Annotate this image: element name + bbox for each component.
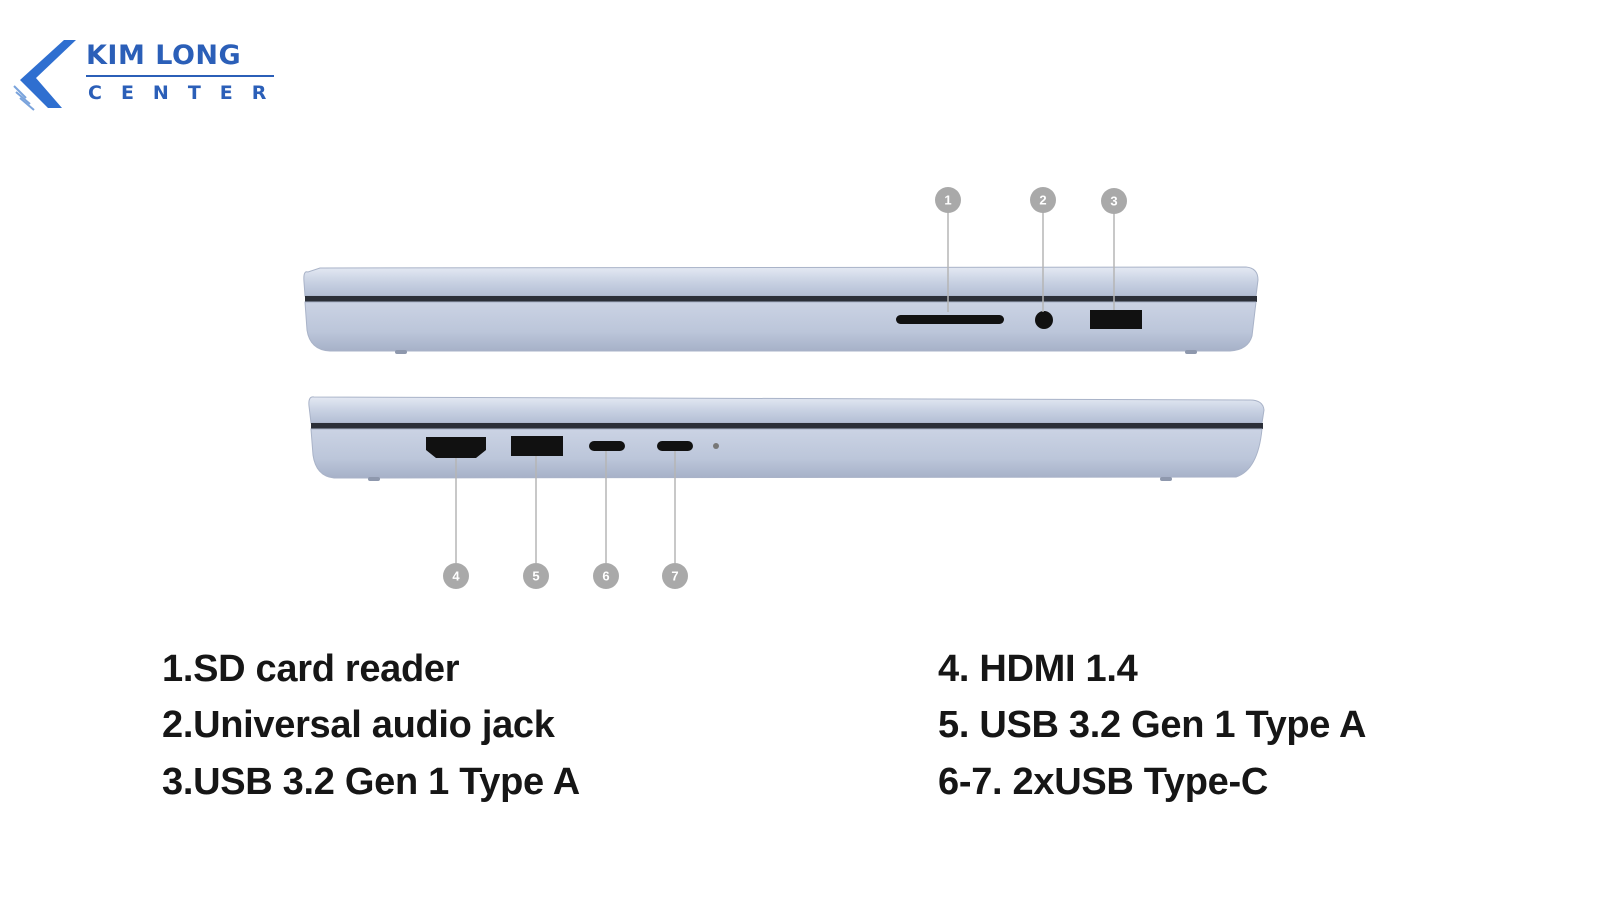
- callout-lines: [455, 212, 1115, 563]
- usb-c-port-1: [589, 441, 625, 451]
- svg-text:7: 7: [671, 569, 678, 584]
- status-led: [713, 443, 719, 449]
- spec-hdmi: 4. HDMI 1.4: [938, 648, 1138, 690]
- sd-card-slot: [896, 315, 1004, 324]
- callout-marker-2: 2: [1030, 187, 1056, 213]
- usb-a-port-right: [1090, 310, 1142, 329]
- laptop-right-side: [303, 266, 1259, 354]
- svg-text:5: 5: [532, 569, 539, 584]
- kim-long-center-logo: KIM LONG CENTER: [12, 38, 274, 114]
- hdmi-port: [426, 437, 486, 458]
- svg-text:6: 6: [602, 569, 609, 584]
- callout-marker-6: 6: [593, 563, 619, 589]
- spec-usb-a-right: 3.USB 3.2 Gen 1 Type A: [162, 761, 580, 803]
- spec-usb-c: 6-7. 2xUSB Type-C: [938, 761, 1268, 803]
- svg-text:2: 2: [1039, 193, 1046, 208]
- callout-marker-3: 3: [1101, 188, 1127, 214]
- callout-marker-1: 1: [935, 187, 961, 213]
- svg-text:4: 4: [452, 569, 460, 584]
- spec-sd-card-reader: 1.SD card reader: [162, 648, 460, 690]
- spec-audio-jack: 2.Universal audio jack: [162, 704, 555, 746]
- usb-c-port-2: [657, 441, 693, 451]
- svg-text:1: 1: [944, 193, 951, 208]
- logo-divider: [86, 75, 274, 77]
- logo-text-center: CENTER: [88, 82, 286, 104]
- callout-marker-7: 7: [662, 563, 688, 589]
- logo-text-kim-long: KIM LONG: [86, 40, 242, 71]
- callout-marker-4: 4: [443, 563, 469, 589]
- laptop-left-side: [308, 396, 1265, 481]
- spec-usb-a-left: 5. USB 3.2 Gen 1 Type A: [938, 704, 1367, 746]
- callout-marker-5: 5: [523, 563, 549, 589]
- usb-a-port-left: [511, 436, 563, 456]
- audio-jack: [1035, 311, 1053, 329]
- logo-chevron-icon: [13, 40, 76, 111]
- svg-text:3: 3: [1110, 194, 1117, 209]
